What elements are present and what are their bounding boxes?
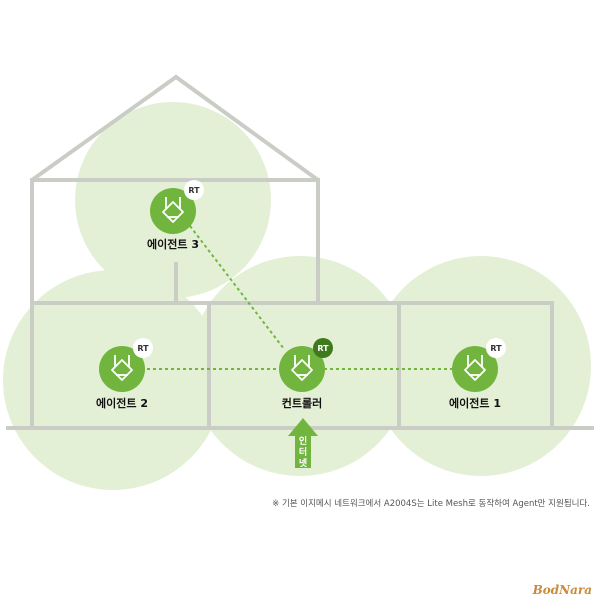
rt-badge-text: RT [317,344,329,353]
internet-char-3: 넷 [299,457,308,469]
internet-char-1: 인 [299,436,307,447]
mesh-links [147,225,452,370]
router-icon [291,355,313,381]
router-icon [111,355,133,381]
rt-badge-text: RT [490,344,502,353]
node-agent1-label: 에이전트 1 [449,396,501,410]
rt-badge-text: RT [188,186,200,195]
node-agent3-label: 에이전트 3 [147,237,199,251]
internet-arrow: 인 터 넷 [288,418,318,469]
router-icon [464,355,486,381]
node-agent2-label: 에이전트 2 [96,396,148,410]
footnote: ※ 기본 이지메시 네트워크에서 A2004S는 Lite Mesh로 동작하여… [272,498,590,509]
node-controller-circle [279,346,325,392]
rt-badge: RT [133,338,153,358]
rt-badge-text: RT [137,344,149,353]
internet-arrow-shape [288,418,318,468]
internet-char-2: 터 [299,446,307,458]
rt-badge-controller: RT [313,338,333,358]
rt-badge: RT [184,180,204,200]
node-agent3[interactable]: RT 에이전트 3 [147,180,204,251]
node-agent1-circle [452,346,498,392]
node-agent1[interactable]: RT 에이전트 1 [449,338,506,410]
house-roof [30,74,320,182]
bodnara-logo: BodNara [532,583,592,597]
node-agent2-circle [99,346,145,392]
node-controller-label: 컨트롤러 [282,396,322,410]
router-icon [162,197,184,223]
node-controller[interactable]: RT 컨트롤러 [279,338,333,410]
link-agent3-controller [189,225,285,350]
rt-badge: RT [486,338,506,358]
node-agent3-circle [150,188,196,234]
node-agent2[interactable]: RT 에이전트 2 [96,338,153,410]
